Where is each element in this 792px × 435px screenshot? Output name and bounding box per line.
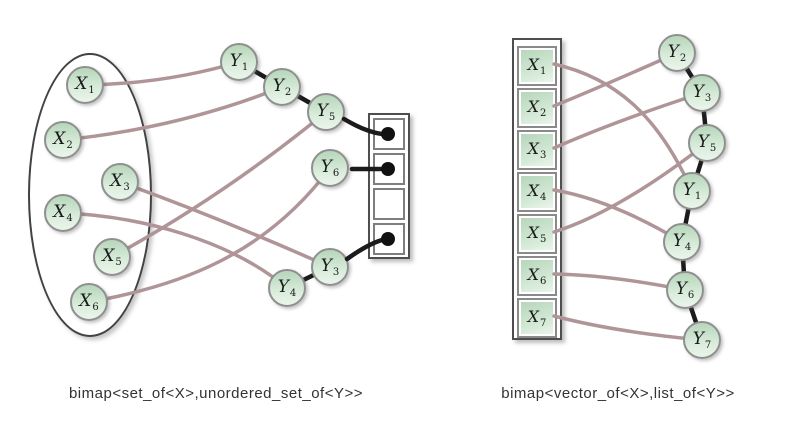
node-subscript: 1 [540,66,547,77]
x-node-3: X3 [101,163,139,201]
node-subscript: 5 [540,234,547,245]
x-node-6: X6 [70,283,108,321]
list-node-y2: Y2 [658,34,696,72]
vector-cell-x1: X1 [517,46,557,86]
y-node-1: Y1 [220,43,258,81]
node-label: X [79,291,92,311]
x-node-4: X4 [44,194,82,232]
node-label: Y [229,51,241,71]
x-node-1: X1 [66,66,104,104]
node-label: X [527,139,539,158]
x-node-5: X5 [93,238,131,276]
x-node-2: X2 [44,121,82,159]
vector-cell-x2: X2 [517,88,557,128]
list-node-y5: Y5 [688,124,726,162]
node-subscript: 6 [687,290,695,301]
node-subscript: 5 [328,112,336,123]
node-subscript: 4 [540,192,547,203]
bucket-cell-4 [373,223,405,255]
node-subscript: 5 [709,143,717,154]
node-subscript: 6 [540,276,547,287]
node-subscript: 2 [284,87,292,98]
node-label: Y [692,329,704,349]
node-subscript: 6 [92,302,99,313]
node-label: Y [320,256,332,276]
node-subscript: 4 [66,213,73,224]
bucket-cell-3 [373,188,405,220]
node-subscript: 3 [332,267,340,278]
node-label: Y [277,277,289,297]
list-node-y4: Y4 [663,223,701,261]
node-label: X [53,129,66,149]
relation-edge-x3-y3-right [552,91,704,150]
node-subscript: 2 [679,53,687,64]
node-label: X [75,74,88,94]
list-node-y1: Y1 [673,172,711,210]
node-subscript: 1 [694,191,702,202]
y-node-6: Y6 [311,149,349,187]
bucket-cell-1 [373,118,405,150]
node-subscript: 4 [684,242,692,253]
node-subscript: 7 [704,340,712,351]
vector-box: X1 X2 X3 X4 X5 X6 X7 [512,38,562,340]
node-label: Y [672,231,684,251]
node-label: Y [697,132,709,152]
node-label: X [527,181,539,200]
node-label: X [110,171,123,191]
node-label: X [527,265,539,284]
node-subscript: 6 [332,168,340,179]
y-node-3: Y3 [311,248,349,286]
node-subscript: 2 [66,140,73,151]
node-label: X [527,307,539,326]
node-label: Y [316,101,328,121]
vector-cell-x4: X4 [517,172,557,212]
node-subscript: 2 [540,108,547,119]
vector-cell-x6: X6 [517,256,557,296]
relation-edge-x7-y7-right [552,314,704,342]
node-subscript: 7 [540,318,547,329]
list-node-y7: Y7 [683,321,721,359]
node-subscript: 3 [540,150,547,161]
list-node-y6: Y6 [666,271,704,309]
list-node-y3: Y3 [683,74,721,112]
node-label: Y [667,42,679,62]
relation-edge-x4-y4-right [552,188,684,244]
node-label: Y [272,76,284,96]
y-node-2: Y2 [263,68,301,106]
node-label: Y [682,180,694,200]
y-node-4: Y4 [268,269,306,307]
node-subscript: 4 [289,288,297,299]
y-node-5: Y5 [307,93,345,131]
node-label: X [53,202,66,222]
node-label: Y [320,157,332,177]
unordered-set-bucket-array [368,113,410,259]
node-subscript: 5 [115,257,122,268]
relation-edge-x1-y1-right [552,62,694,193]
node-subscript: 3 [123,182,130,193]
vector-cell-x5: X5 [517,214,557,254]
node-label: X [102,246,115,266]
node-label: Y [675,279,687,299]
relation-edge-x2-y2-right [552,51,679,108]
node-label: X [527,223,539,242]
node-label: X [527,97,539,116]
vector-cell-x7: X7 [517,298,557,338]
node-label: Y [692,82,704,102]
node-subscript: 1 [241,62,249,73]
left-diagram-caption: bimap<set_of<X>,unordered_set_of<Y>> [68,385,364,402]
node-subscript: 1 [88,85,95,96]
right-diagram-caption: bimap<vector_of<X>,list_of<Y>> [501,385,735,402]
bucket-cell-2 [373,153,405,185]
vector-cell-x3: X3 [517,130,557,170]
node-subscript: 3 [704,93,712,104]
node-label: X [527,55,539,74]
